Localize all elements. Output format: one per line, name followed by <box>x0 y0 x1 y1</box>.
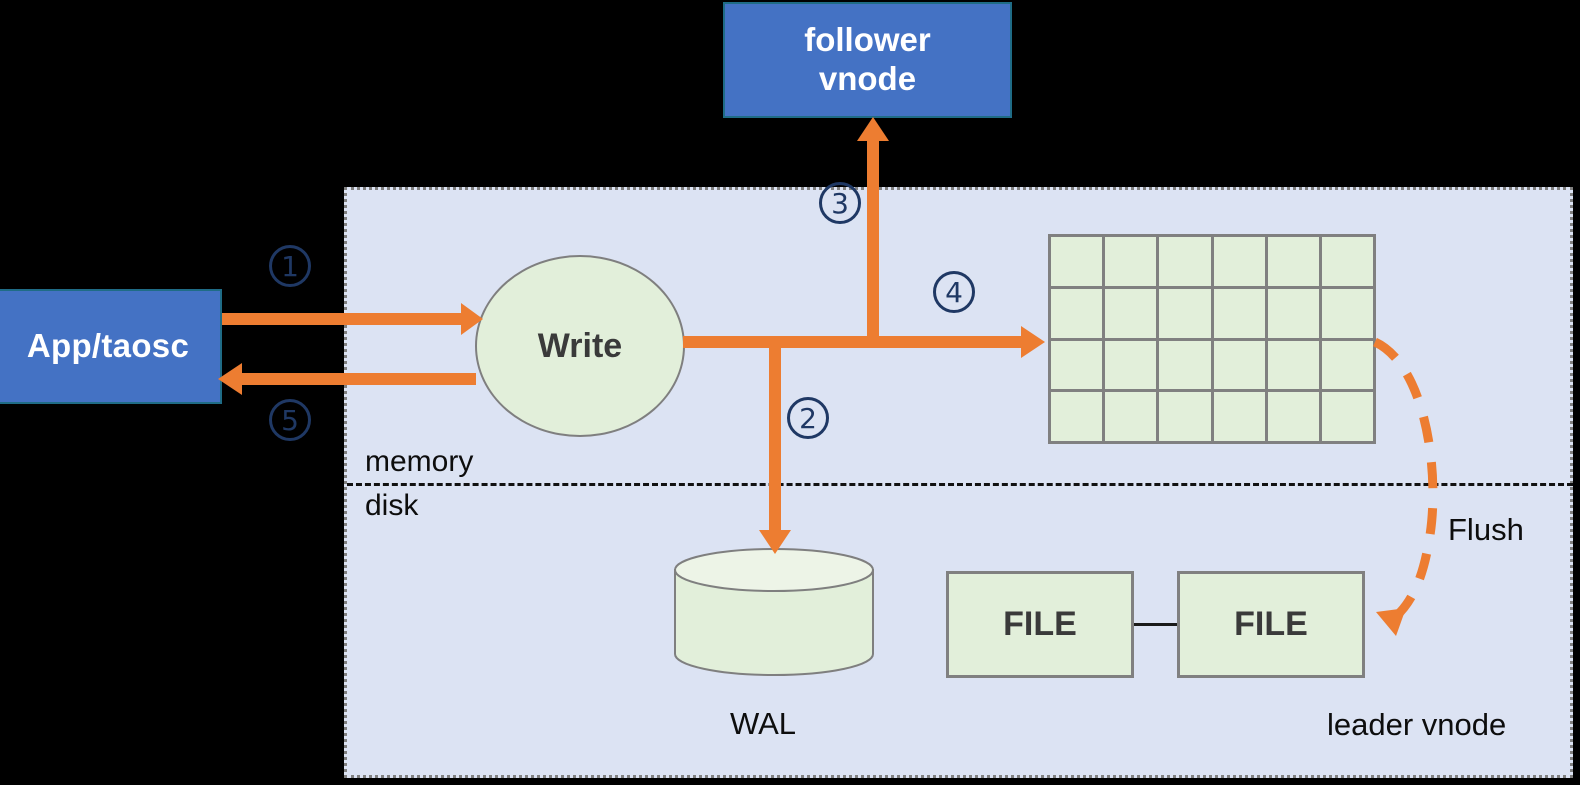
memory-table-cell <box>1321 392 1373 441</box>
follower-vnode-line1: follower <box>804 21 931 59</box>
app-taosc-box: App/taosc <box>0 289 222 404</box>
write-node: Write <box>475 255 685 437</box>
memory-table-cell <box>1159 237 1211 286</box>
memory-table-cell <box>1051 392 1103 441</box>
wal-label: WAL <box>730 706 797 741</box>
memory-table-cell <box>1213 237 1265 286</box>
memory-table-cell <box>1267 340 1319 390</box>
arrow-3-head-icon <box>857 117 889 141</box>
arrow-3-line <box>867 137 879 346</box>
memory-table-cell <box>1051 288 1103 338</box>
arrow-2-head-icon <box>759 530 791 554</box>
memory-table-cell <box>1267 237 1319 286</box>
step-number-1: 1 <box>269 245 311 287</box>
memory-disk-divider <box>347 483 1573 486</box>
memory-table-cell <box>1051 340 1103 390</box>
memory-table-cell <box>1105 288 1157 338</box>
arrow-5-head-icon <box>218 363 242 395</box>
arrow-5-line <box>240 373 476 385</box>
memory-table-cell <box>1105 340 1157 390</box>
arrow-2-line <box>769 342 781 540</box>
file-box-1: FILE <box>946 571 1134 678</box>
follower-vnode-box: follower vnode <box>723 2 1012 118</box>
flush-label: Flush <box>1448 512 1524 547</box>
step-number-5: 5 <box>269 399 311 441</box>
memory-table-cell <box>1105 392 1157 441</box>
flush-arrow <box>1372 337 1438 636</box>
step-number-2: 2 <box>787 397 829 439</box>
memory-table-cell <box>1159 340 1211 390</box>
memory-label: memory <box>365 445 474 478</box>
arrow-1-head-icon <box>461 303 483 335</box>
wal-cylinder <box>674 548 874 676</box>
memory-table-cell <box>1105 237 1157 286</box>
memory-table-cell <box>1159 392 1211 441</box>
step-number-4: 4 <box>933 271 975 313</box>
memory-table-cell <box>1267 392 1319 441</box>
arrow-4-head-icon <box>1021 326 1045 358</box>
memory-table-cell <box>1159 288 1211 338</box>
memory-table-cell <box>1321 237 1373 286</box>
memory-table-cell <box>1213 392 1265 441</box>
memory-table-cell <box>1213 288 1265 338</box>
memory-table-cell <box>1213 340 1265 390</box>
memory-table-cell <box>1267 288 1319 338</box>
memory-table-cell <box>1051 237 1103 286</box>
disk-label: disk <box>365 489 419 522</box>
step-number-3: 3 <box>819 182 861 224</box>
file-box-2: FILE <box>1177 571 1365 678</box>
leader-vnode-label: leader vnode <box>1327 707 1507 742</box>
memory-table <box>1048 234 1376 444</box>
follower-vnode-line2: vnode <box>818 60 917 97</box>
file-link-connector <box>1134 623 1177 626</box>
arrow-1-line <box>222 313 463 325</box>
memory-table-cell <box>1321 340 1373 390</box>
memory-table-cell <box>1321 288 1373 338</box>
arrow-4-line <box>683 336 1023 348</box>
